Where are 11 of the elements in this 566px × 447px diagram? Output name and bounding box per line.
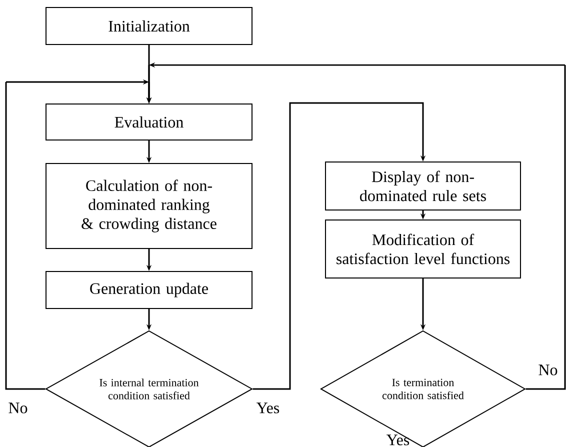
process-box: Calculation of non-dominated ranking & crowding distance [46,163,252,249]
process-box: Initialization [46,7,252,45]
edge-label: No [7,402,29,414]
edge-label: Yes [255,402,281,414]
process-box: Modification of satisfaction level functions [325,220,521,278]
edge-label: No [537,364,559,376]
arrow [252,102,426,390]
process-box: Evaluation [46,104,252,140]
process-box: Generation update [46,271,252,309]
branch-label: Yes [386,434,410,446]
process-box: Display of non-dominated rule sets [325,162,521,210]
